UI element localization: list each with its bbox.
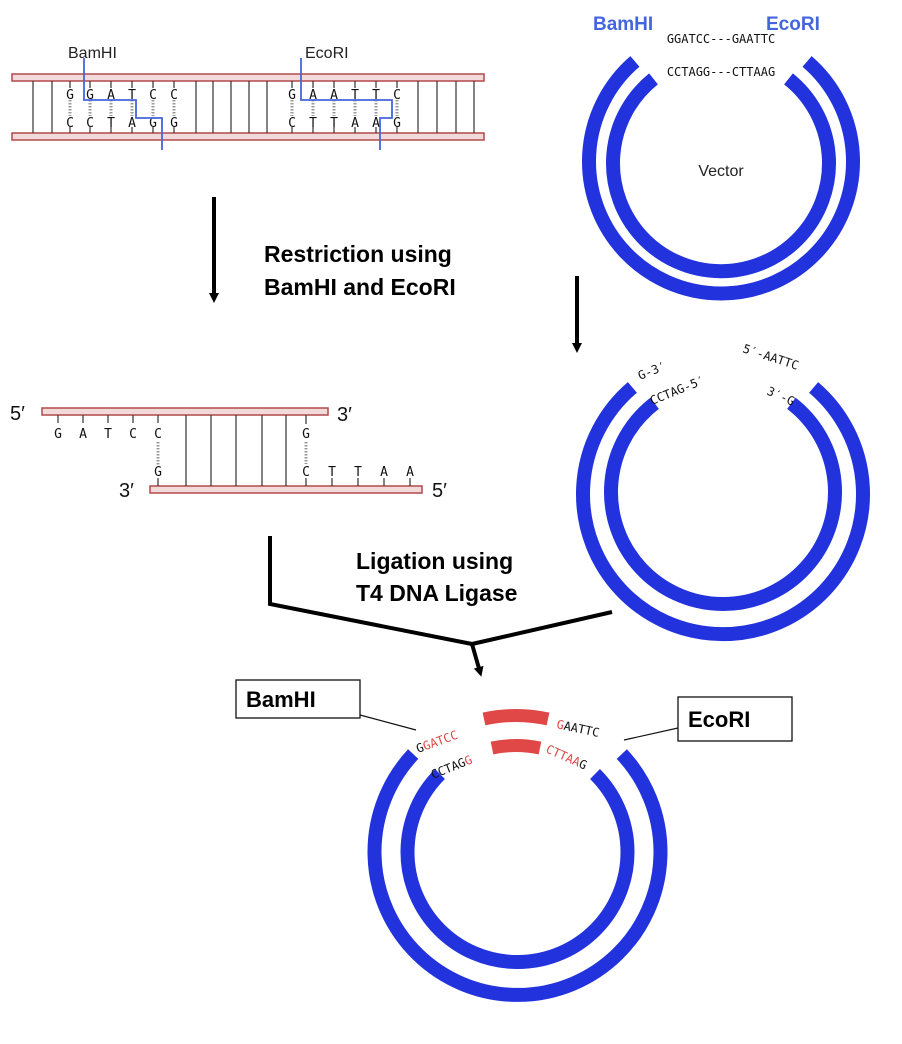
- top-base: G: [86, 88, 94, 103]
- top-base: T: [128, 88, 136, 103]
- product-inner-left-black: CCTAG: [429, 755, 468, 782]
- ligation-step-line1: Ligation using: [356, 548, 513, 574]
- restriction-step-line2: BamHI and EcoRI: [264, 274, 456, 300]
- bottom-left-base: G: [154, 465, 162, 480]
- overhang-base: C: [129, 427, 137, 442]
- bamhi-cut-line: [83, 58, 163, 150]
- vector-ecori-label: EcoRI: [766, 14, 820, 35]
- product-insert-outer: [482, 709, 550, 726]
- bottom-base: T: [354, 465, 362, 480]
- restriction-step-line1: Restriction using: [264, 241, 452, 267]
- vector-center-label: Vector: [698, 163, 744, 180]
- vector-plasmid: GGATCC---GAATTC CCTAGG---CTTAAG Vector B…: [582, 14, 860, 301]
- vector-outer-sequence: GGATCC---GAATTC: [667, 32, 775, 46]
- cut-vector-left-outer: G-3′: [636, 359, 668, 383]
- cut-5prime-left: 5′: [10, 403, 25, 425]
- bottom-base: A: [380, 465, 388, 480]
- bottom-base: T: [330, 116, 338, 131]
- bottom-base: A: [372, 116, 380, 131]
- cut-vector-right-inner: 3′-G: [765, 384, 797, 409]
- bottom-base: C: [86, 116, 94, 131]
- ligation-arrow: [268, 536, 613, 677]
- svg-text:CTTAAG: CTTAAG: [544, 742, 589, 772]
- top-base: A: [330, 88, 338, 103]
- bamhi-callout-text: BamHI: [246, 687, 316, 712]
- product-insert-inner: [490, 739, 542, 755]
- cut-vector-plasmid: G-3′ CCTAG-5′ 5′-AATTC 3′-G: [576, 342, 870, 642]
- ligation-step-line2: T4 DNA Ligase: [356, 580, 517, 606]
- bottom-base: G: [149, 116, 157, 131]
- cut-3prime-right-top: 3′: [337, 404, 352, 426]
- top-base: T: [351, 88, 359, 103]
- product-inner-ring: [400, 769, 635, 970]
- bottom-base: C: [288, 116, 296, 131]
- product-outer-left-red: GATCC: [421, 728, 460, 754]
- recombinant-plasmid: GGATCC GAATTC CCTAGG CTTAAG BamHI EcoRI: [235, 679, 793, 1002]
- product-outer-left-black: G: [414, 740, 426, 756]
- bottom-base: G: [393, 116, 401, 131]
- svg-text:GGATCC: GGATCC: [414, 728, 460, 756]
- cut-3prime-left-bottom: 3′: [119, 480, 134, 502]
- product-outer-right-black: AATTC: [562, 719, 600, 740]
- top-right-base: G: [302, 427, 310, 442]
- svg-text:GAATTC: GAATTC: [555, 717, 600, 740]
- bottom-base: T: [328, 465, 336, 480]
- cut-vector-left-inner: CCTAG-5′: [648, 373, 707, 408]
- bottom-base: C: [302, 465, 310, 480]
- overhang-base: C: [154, 427, 162, 442]
- overhang-base: A: [79, 427, 87, 442]
- cut-base-pair-rungs: [57, 415, 411, 486]
- top-base: G: [288, 88, 296, 103]
- product-inner-left-red: G: [462, 753, 474, 769]
- base-pair-rungs: [32, 81, 475, 133]
- cut-dna-fragment: G A T C C G G C T T A A 5′ 3′ 3′ 5′: [10, 403, 447, 502]
- bottom-base: T: [107, 116, 115, 131]
- top-base: G: [66, 88, 74, 103]
- bottom-base: T: [309, 116, 317, 131]
- ecori-site-label: EcoRI: [305, 45, 349, 62]
- vector-bamhi-label: BamHI: [593, 14, 653, 35]
- top-base: A: [107, 88, 115, 103]
- bamhi-site-label: BamHI: [68, 45, 117, 62]
- bottom-base: A: [128, 116, 136, 131]
- cut-base-letters: G A T C C G G C T T A A: [54, 427, 414, 480]
- top-base: T: [372, 88, 380, 103]
- bottom-base: C: [66, 116, 74, 131]
- overhang-base: G: [54, 427, 62, 442]
- ecori-callout: EcoRI: [623, 696, 793, 742]
- top-base: C: [170, 88, 178, 103]
- cut-vector-right-outer: 5′-AATTC: [741, 342, 800, 373]
- cut-5prime-right-bottom: 5′: [432, 480, 447, 502]
- vector-inner-ring: [606, 73, 836, 279]
- cut-bottom-strand: [149, 485, 423, 494]
- top-base: A: [309, 88, 317, 103]
- top-strand-backbone: [11, 73, 485, 82]
- product-outer-right-red: G: [555, 717, 565, 732]
- product-outer-ring: [367, 749, 668, 1002]
- svg-text:CCTAGG: CCTAGG: [429, 753, 474, 782]
- vector-inner-sequence: CCTAGG---CTTAAG: [667, 65, 775, 79]
- cut-vector-outer-ring: [576, 382, 870, 642]
- bottom-base: A: [351, 116, 359, 131]
- ecori-cut-line: [300, 58, 393, 150]
- cut-top-strand: [41, 407, 329, 416]
- bottom-strand-backbone: [11, 132, 485, 141]
- bottom-base: A: [406, 465, 414, 480]
- bamhi-callout: BamHI: [235, 679, 417, 731]
- cut-vector-inner-ring: [604, 397, 842, 611]
- top-base: C: [393, 88, 401, 103]
- ecori-callout-text: EcoRI: [688, 707, 750, 732]
- vector-outer-ring: [582, 56, 860, 301]
- product-inner-right-red: CTTAA: [544, 742, 583, 770]
- overhang-base: T: [104, 427, 112, 442]
- top-base: C: [149, 88, 157, 103]
- bottom-base: G: [170, 116, 178, 131]
